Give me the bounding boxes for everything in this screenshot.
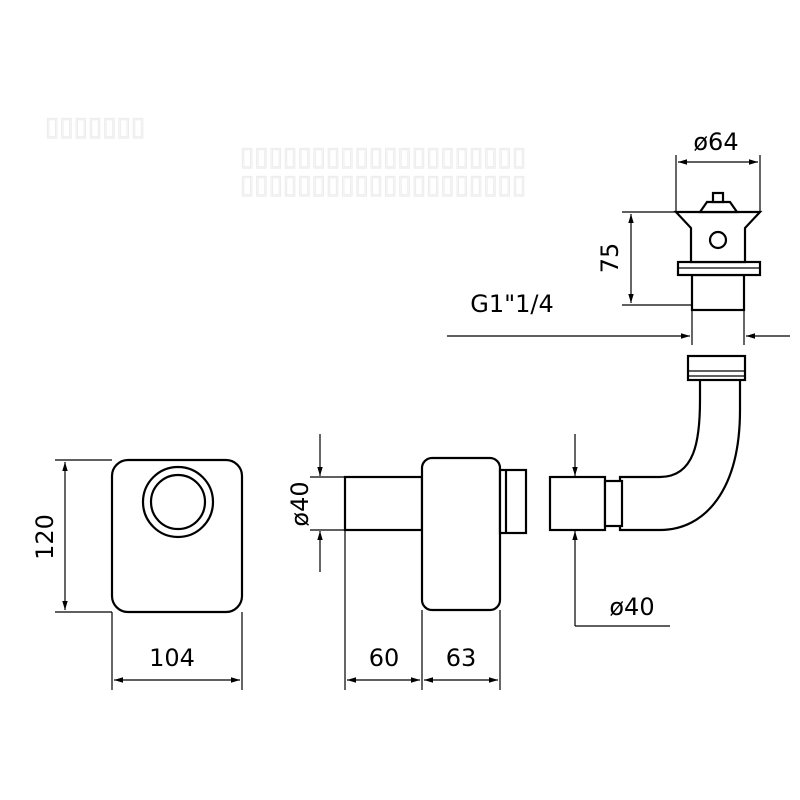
front-width-label: 104 xyxy=(149,644,195,672)
dimension-valve-height: 75 xyxy=(596,211,692,306)
valve-center-hole xyxy=(708,230,728,250)
svg-text:▯▯▯▯▯▯▯▯▯▯▯▯▯▯▯▯▯▯▯▯: ▯▯▯▯▯▯▯▯▯▯▯▯▯▯▯▯▯▯▯▯ xyxy=(240,141,526,171)
side-body xyxy=(420,456,502,612)
side-inlet-pipe xyxy=(343,475,424,532)
valve-thread-body xyxy=(690,273,746,312)
outlet-sleeve xyxy=(548,475,607,532)
valve-cap xyxy=(673,210,763,264)
front-height-label: 120 xyxy=(31,514,59,560)
side-diameter-label: ø40 xyxy=(286,481,314,526)
valve-height-label: 75 xyxy=(596,243,624,274)
valve-knob-top xyxy=(711,191,725,204)
thread-spec-label: G1"1/4 xyxy=(470,290,554,318)
dimension-valve-diameter: ø64 xyxy=(675,128,761,212)
bend-pipe-body xyxy=(618,376,742,532)
side-connector xyxy=(498,468,528,535)
svg-text:▯▯▯▯▯▯▯: ▯▯▯▯▯▯▯ xyxy=(45,111,145,141)
valve-diameter-label: ø64 xyxy=(693,128,738,156)
dimension-side-diameter: ø40 xyxy=(286,434,345,572)
pipe-length-label: 60 xyxy=(369,644,400,672)
svg-text:▯▯▯▯▯▯▯▯▯▯▯▯▯▯▯▯▯▯▯▯: ▯▯▯▯▯▯▯▯▯▯▯▯▯▯▯▯▯▯▯▯ xyxy=(240,169,526,199)
outlet-bend-pipe xyxy=(548,354,747,532)
outlet-diameter-label: ø40 xyxy=(609,593,654,621)
outlet-ring-outer xyxy=(141,465,215,539)
side-view xyxy=(343,456,528,612)
body-length-label: 63 xyxy=(446,644,477,672)
outlet-ring-inner xyxy=(149,473,207,531)
watermark: ▯▯▯▯▯▯▯ ▯▯▯▯▯▯▯▯▯▯▯▯▯▯▯▯▯▯▯▯ ▯▯▯▯▯▯▯▯▯▯▯… xyxy=(45,111,527,200)
valve-view xyxy=(673,191,763,312)
dimension-side-lengths: 60 63 xyxy=(344,530,501,690)
dimension-front-height: 120 xyxy=(31,459,112,613)
valve-knob xyxy=(697,200,740,214)
dimension-front-width: 104 xyxy=(111,612,243,690)
outlet-nut xyxy=(603,479,624,528)
dimension-outlet-diameter: ø40 xyxy=(572,434,670,627)
dimension-thread: G1"1/4 xyxy=(447,290,790,345)
front-view xyxy=(110,458,244,614)
